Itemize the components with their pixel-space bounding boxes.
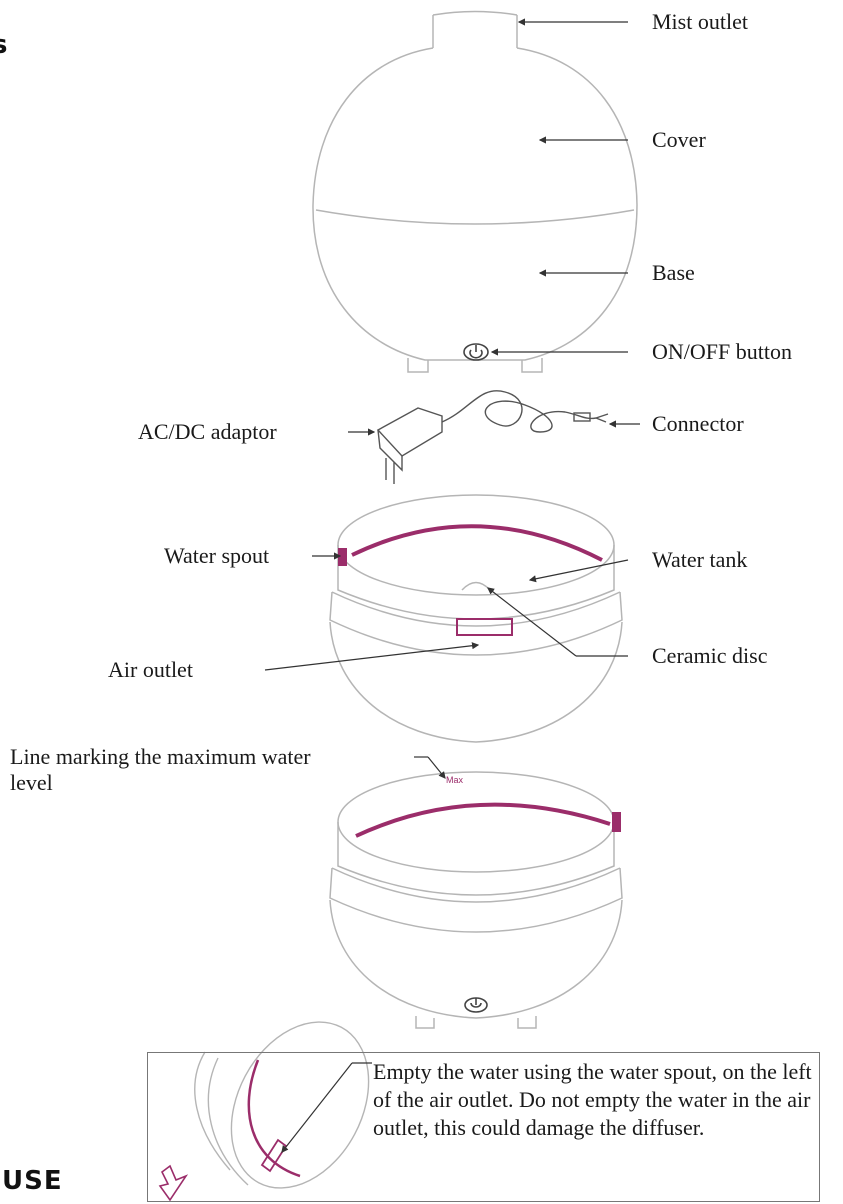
leader-lines-adaptor [348,420,640,436]
label-water-spout: Water spout [164,543,270,568]
assembled-diffuser [312,10,638,373]
label-cover: Cover [652,127,706,152]
air-outlet-mark [456,618,513,636]
adaptor-illustration [376,390,609,484]
power-icon [463,343,489,361]
tank-max-ring [351,524,603,562]
label-on-off-button: ON/OFF button [652,339,792,364]
tilted-diffuser-illustration [194,1021,370,1189]
label-ceramic-disc: Ceramic disc [652,643,768,668]
tilted-max-ring [247,1059,301,1178]
label-max-line-cont: level [10,770,53,795]
power-icon [464,997,488,1013]
label-air-outlet: Air outlet [108,657,193,682]
leader-line-max [414,756,446,779]
water-spout-mark [338,548,347,566]
label-mist-outlet: Mist outlet [652,9,748,34]
label-base: Base [652,260,695,285]
base-max-level [329,771,623,1029]
section-heading-bottom: USE [2,1166,63,1196]
leader-lines-tank [264,552,629,671]
drain-arrow-icon [158,1164,189,1202]
max-level-spout-mark [612,812,621,832]
label-max-line: Line marking the maximum water [10,744,311,769]
note-text: Empty the water using the water spout, o… [373,1059,812,1140]
note-box [147,1052,820,1202]
label-ac-dc-adaptor: AC/DC adaptor [138,419,277,444]
label-connector: Connector [652,411,744,436]
max-level-ring [355,802,611,838]
max-mark-text: Max [446,775,464,785]
leader-lines-top [490,18,628,356]
label-water-tank: Water tank [652,547,748,572]
leader-line-note [281,1062,372,1153]
section-heading-top: s [0,30,8,60]
